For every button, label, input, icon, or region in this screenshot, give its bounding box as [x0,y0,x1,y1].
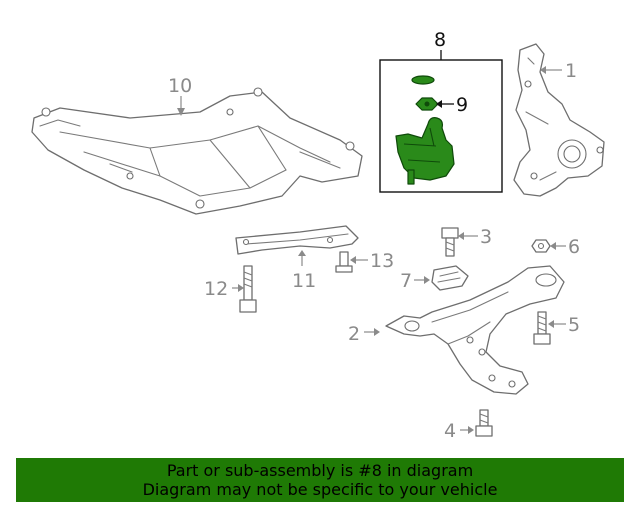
svg-text:8: 8 [434,29,446,51]
bushing-part-7[interactable] [431,265,469,291]
banner-line-1: Part or sub-assembly is #8 in diagram [166,461,474,480]
callout-5: 5 [548,314,580,336]
svg-text:4: 4 [444,420,456,442]
info-banner: Part or sub-assembly is #8 in diagram Di… [16,458,624,502]
bolt-part-12[interactable] [239,265,257,313]
brace-part-11[interactable] [235,225,359,255]
callout-6: 6 [550,236,580,258]
svg-text:9: 9 [456,94,468,116]
callout-1: 1 [540,60,577,82]
callout-13: 13 [350,250,394,272]
svg-text:5: 5 [568,314,580,336]
bolt-part-4[interactable] [475,409,493,437]
callout-4: 4 [444,420,474,442]
banner-line-2: Diagram may not be specific to your vehi… [142,480,498,499]
nut-part-6[interactable] [531,239,551,253]
callout-9: 9 [436,94,468,116]
svg-text:7: 7 [400,270,412,292]
svg-text:2: 2 [348,323,360,345]
callout-3: 3 [458,226,492,248]
callout-10: 10 [168,75,192,116]
svg-text:6: 6 [568,236,580,258]
lower-control-arm-part-2[interactable] [385,265,565,395]
svg-text:3: 3 [480,226,492,248]
callout-11: 11 [292,250,316,292]
svg-text:1: 1 [565,60,577,82]
svg-text:12: 12 [204,278,228,300]
steering-knuckle-part-1[interactable] [513,43,605,197]
svg-text:13: 13 [370,250,394,272]
callout-2: 2 [348,323,380,345]
subframe-part-10[interactable] [31,87,363,215]
bolt-part-13[interactable] [335,251,353,273]
bolt-part-5[interactable] [533,311,551,345]
svg-text:11: 11 [292,270,316,292]
svg-text:10: 10 [168,75,192,97]
callout-12: 12 [204,278,244,300]
callout-8: 8 [434,29,446,60]
callout-7: 7 [400,270,430,292]
bolt-part-3[interactable] [441,227,459,257]
